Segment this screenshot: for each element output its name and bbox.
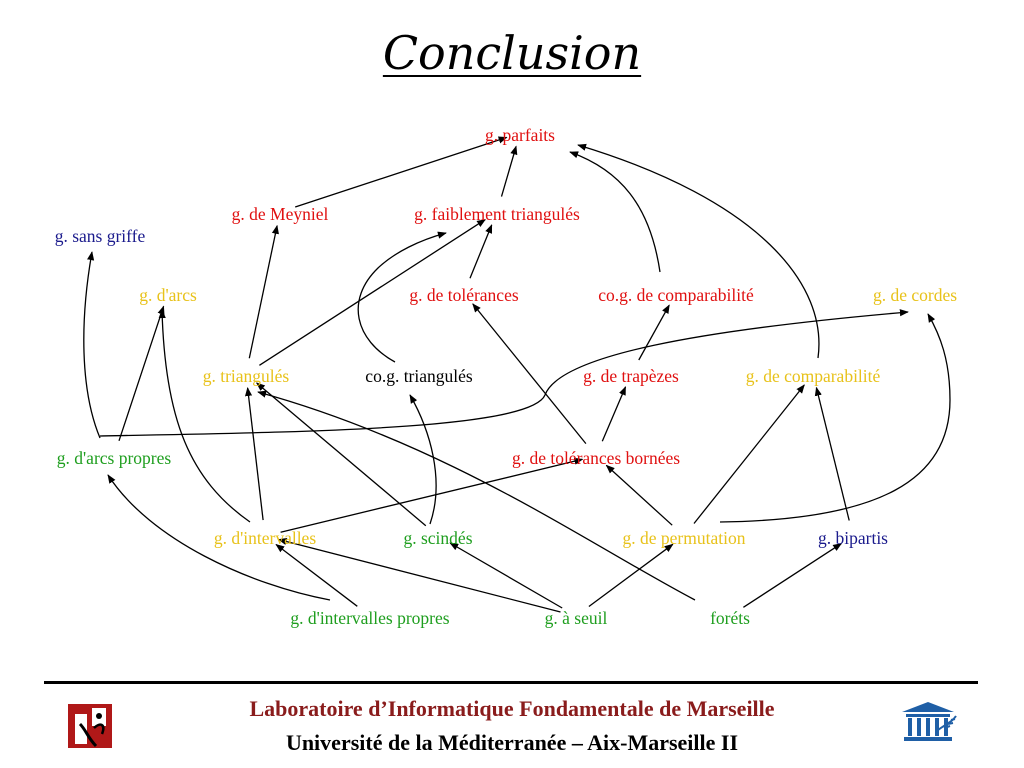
edge-intervalles-to-tolbornees bbox=[280, 457, 584, 533]
node-meyniel: g. de Meyniel bbox=[232, 204, 329, 224]
lif-logo-icon bbox=[68, 704, 112, 748]
node-faiblement: g. faiblement triangulés bbox=[414, 204, 580, 224]
node-comparabilite: g. de comparabilité bbox=[746, 366, 881, 386]
edge-scindes-to-cotriangules bbox=[409, 394, 437, 525]
node-tolbornees: g. de tolérances bornées bbox=[512, 448, 680, 468]
edge-triangules-to-meyniel bbox=[248, 224, 279, 359]
node-intpropres: g. d'intervalles propres bbox=[290, 608, 449, 628]
node-forets: foréts bbox=[710, 608, 750, 628]
node-scindes: g. scindés bbox=[403, 528, 472, 548]
footer-divider bbox=[44, 681, 978, 684]
edge-trapezes-to-cocomparabilite bbox=[638, 304, 670, 361]
edge-cocomparabilite-to-parfaits bbox=[569, 151, 661, 273]
edge-permutation-to-tolbornees bbox=[605, 464, 673, 526]
edge-comparabilite-to-parfaits bbox=[577, 143, 820, 359]
node-tolerances: g. de tolérances bbox=[409, 285, 519, 305]
edge-intpropres-to-arcspropres bbox=[107, 474, 331, 601]
edge-faiblement-to-parfaits bbox=[500, 145, 518, 197]
edge-forets-to-bipartis bbox=[743, 543, 843, 608]
inclusion-diagram: g. parfaits g. de Meyniel g. faiblement tr… bbox=[55, 125, 957, 628]
edge-cotriangules-to-faiblement bbox=[357, 231, 447, 363]
node-triangules: g. triangulés bbox=[203, 366, 290, 386]
edge-tolbornees-to-trapezes bbox=[601, 386, 627, 442]
node-intervalles: g. d'intervalles bbox=[214, 528, 316, 548]
edge-intpropres-to-intervalles bbox=[275, 543, 358, 607]
edge-triangules-to-faiblement bbox=[259, 219, 486, 366]
edge-arcspropres-to-arcs bbox=[118, 305, 165, 442]
edge-tolerances-to-faiblement bbox=[469, 224, 493, 279]
edge-seuil-to-scindes bbox=[449, 542, 563, 609]
node-seuil: g. à seuil bbox=[545, 608, 608, 628]
footer-university-name: Université de la Méditerranée – Aix-Mars… bbox=[285, 730, 739, 755]
node-arcspropres: g. d'arcs propres bbox=[57, 448, 172, 468]
edge-scindes-to-triangules bbox=[256, 382, 427, 527]
node-permutation: g. de permutation bbox=[623, 528, 746, 548]
node-cordes: g. de cordes bbox=[873, 285, 957, 305]
edge-arcspropres-to-sansgriffe bbox=[83, 251, 101, 439]
edge-intervalles-to-arcs bbox=[158, 309, 251, 523]
node-bipartis: g. bipartis bbox=[818, 528, 888, 548]
edge-permutation-to-comparabilite bbox=[693, 384, 805, 524]
edge-meyniel-to-parfaits bbox=[294, 136, 508, 208]
node-parfaits: g. parfaits bbox=[485, 125, 555, 145]
edge-seuil-to-intervalles bbox=[277, 538, 561, 613]
edge-forets-to-triangules bbox=[257, 390, 696, 601]
edges-layer bbox=[83, 136, 951, 613]
node-cotriangules: co.g. triangulés bbox=[365, 366, 473, 386]
node-trapezes: g. de trapèzes bbox=[583, 366, 679, 386]
edge-bipartis-to-comparabilite bbox=[814, 386, 850, 521]
node-cocomparabilite: co.g. de comparabilité bbox=[598, 285, 754, 305]
edge-intervalles-to-triangules bbox=[244, 387, 264, 521]
node-arcs: g. d'arcs bbox=[139, 285, 197, 305]
nodes-layer: g. parfaits g. de Meyniel g. faiblement tr… bbox=[55, 125, 957, 628]
node-sansgriffe: g. sans griffe bbox=[55, 226, 146, 246]
edge-seuil-to-permutation bbox=[588, 543, 674, 608]
edge-permutation-to-cordes bbox=[719, 313, 951, 523]
edge-tolbornees-to-tolerances bbox=[472, 303, 587, 445]
footer-lab-name: Laboratoire d’Informatique Fondamentale … bbox=[249, 696, 775, 721]
edge-arcspropres-to-cordes bbox=[99, 309, 909, 437]
university-logo-icon bbox=[902, 702, 957, 741]
slide-title: Conclusion bbox=[382, 26, 642, 80]
